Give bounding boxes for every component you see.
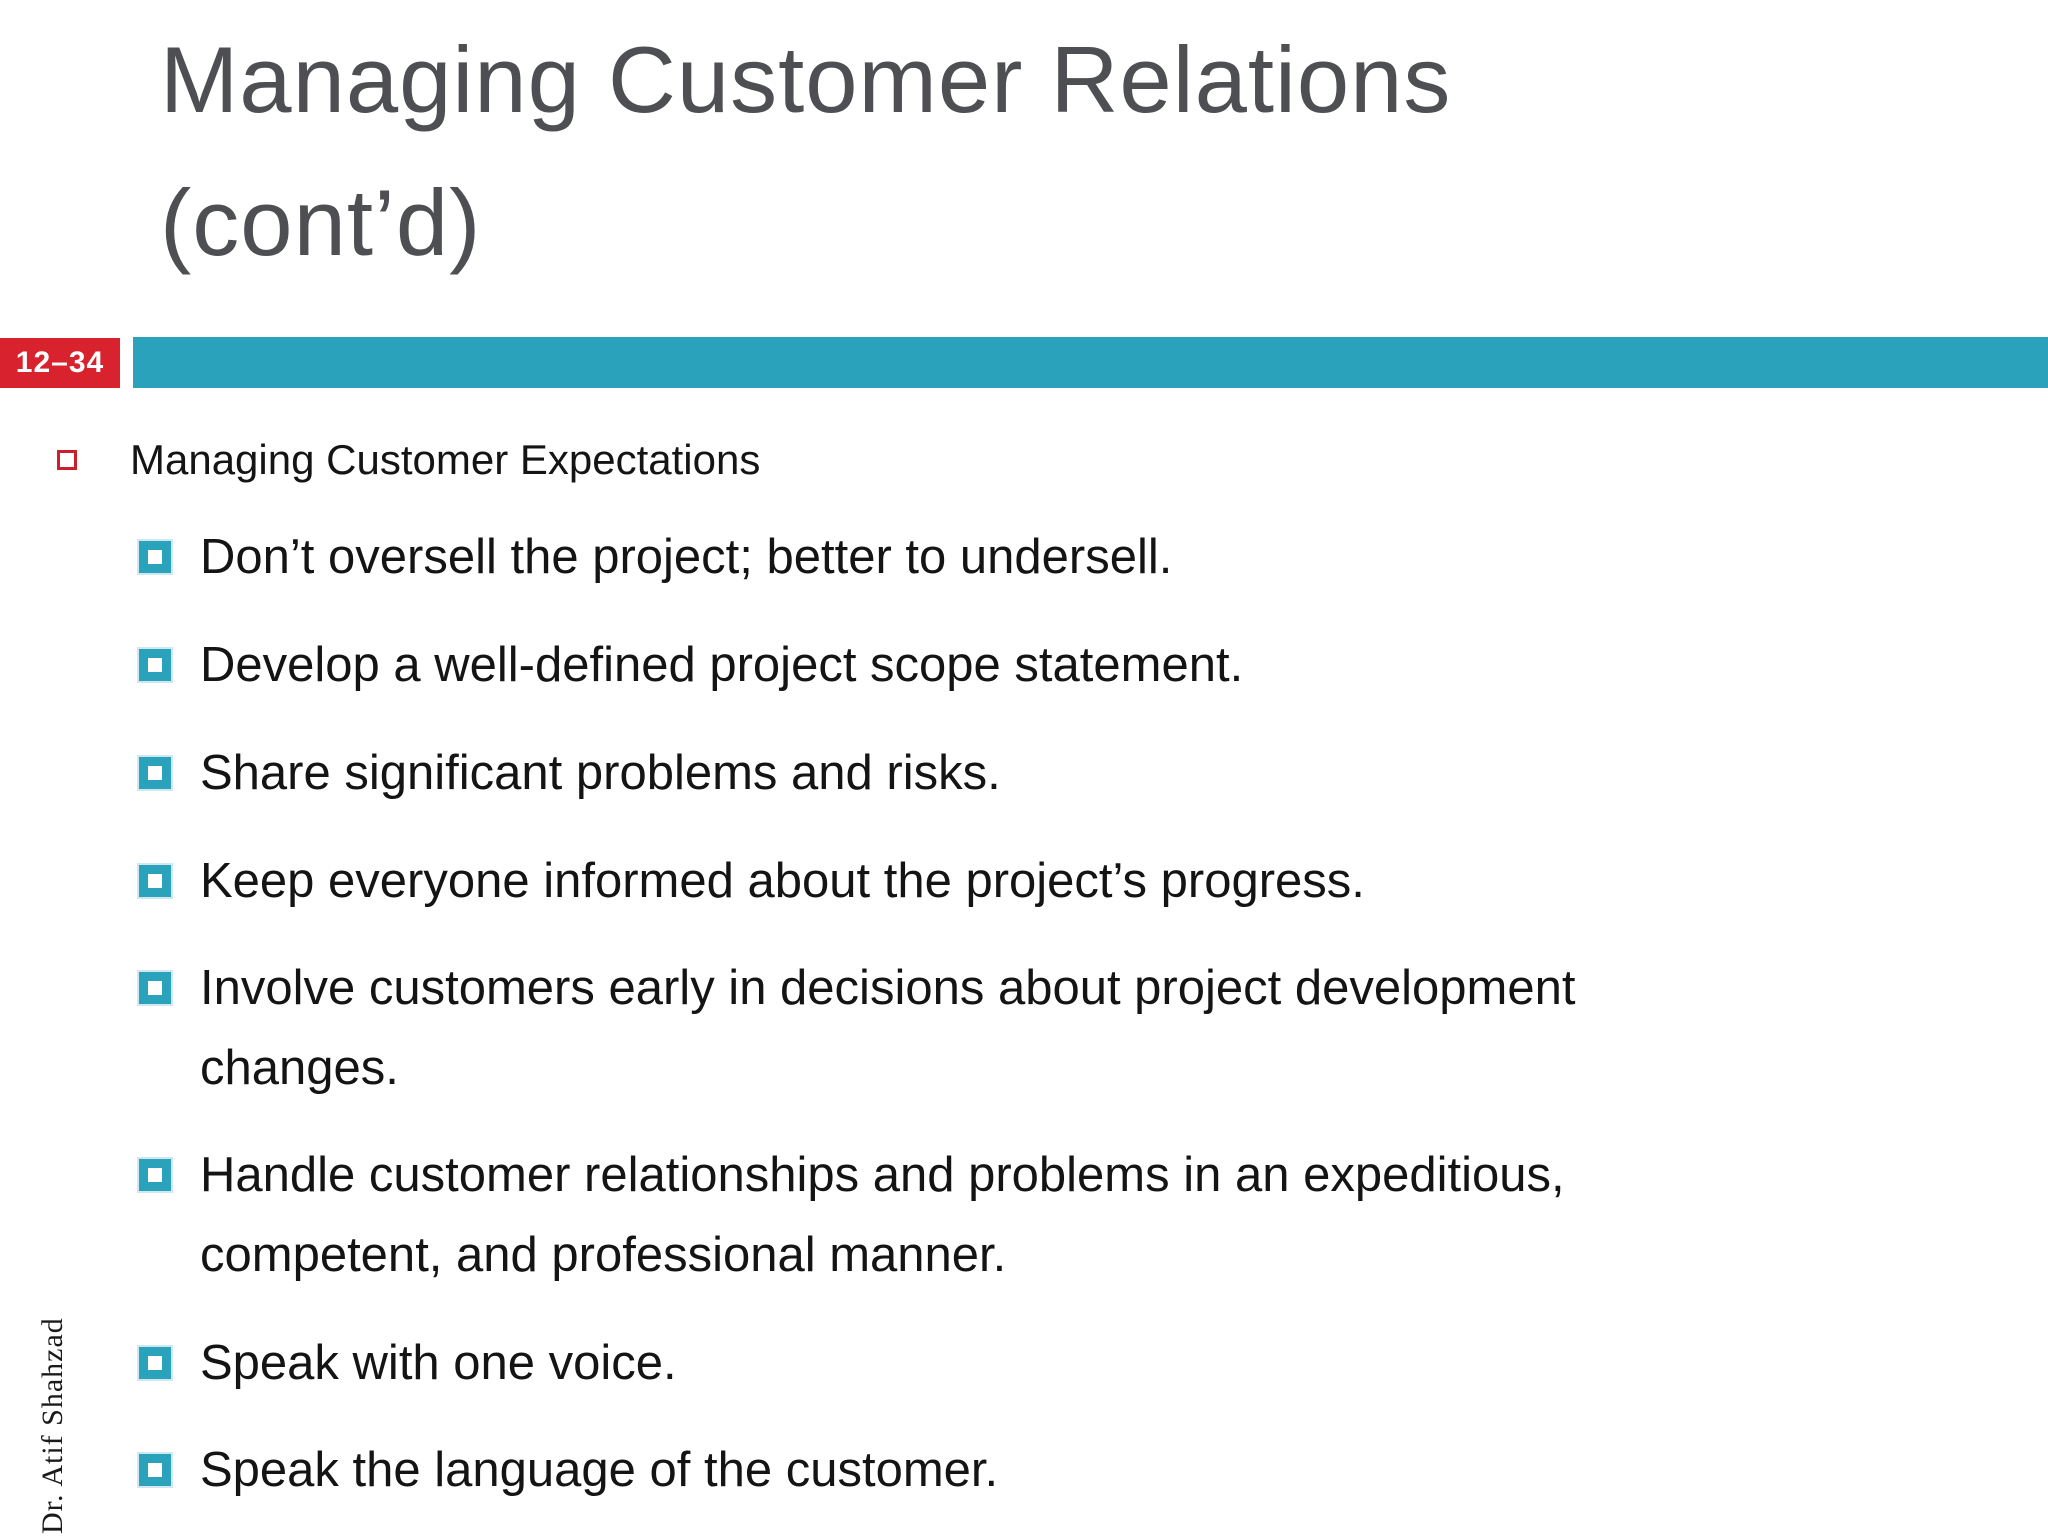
list-item-line: competent, and professional manner. — [200, 1228, 1007, 1282]
square-bullet-icon — [139, 865, 171, 897]
list-item-line: Develop a well-defined project scope sta… — [200, 638, 1244, 692]
square-bullet-icon — [139, 541, 171, 573]
list-item-line: Involve customers early in decisions abo… — [200, 961, 1576, 1015]
square-bullet-icon — [139, 1159, 171, 1191]
list-item-text: Involve customers early in decisions abo… — [200, 948, 1575, 1108]
hollow-square-bullet-icon — [57, 450, 77, 470]
list-item-text: Keep everyone informed about the project… — [200, 841, 1365, 921]
square-bullet-icon — [139, 757, 171, 789]
list-item-text: Share significant problems and risks. — [200, 733, 1001, 813]
list-item-line: Keep everyone informed about the project… — [200, 854, 1365, 908]
square-bullet-icon — [139, 1347, 171, 1379]
square-bullet-icon — [139, 649, 171, 681]
slide-title-line2: (cont’d) — [160, 170, 482, 275]
list-item-text: Speak with one voice. — [200, 1323, 677, 1403]
square-bullet-icon — [139, 1454, 171, 1486]
list-item-line: changes. — [200, 1041, 399, 1095]
slide-title: Managing Customer Relations (cont’d) — [160, 8, 1960, 294]
list-item-text: Don’t oversell the project; better to un… — [200, 517, 1172, 597]
square-bullet-icon — [139, 972, 171, 1004]
list-item-line: Speak with one voice. — [200, 1336, 677, 1390]
list-item-text: Develop a well-defined project scope sta… — [200, 625, 1243, 705]
list-item-line: Don’t oversell the project; better to un… — [200, 530, 1173, 584]
list-item-line: Speak the language of the customer. — [200, 1443, 999, 1497]
list-item-line: Handle customer relationships and proble… — [200, 1148, 1565, 1202]
slide-title-line1: Managing Customer Relations — [160, 27, 1452, 132]
page-number-badge: 12–34 — [0, 338, 120, 388]
page-number-label: 12–34 — [15, 346, 105, 379]
accent-divider-bar — [133, 337, 2048, 388]
list-item-text: Handle customer relationships and proble… — [200, 1135, 1565, 1295]
list-item-text: Speak the language of the customer. — [200, 1430, 998, 1510]
section-label: Managing Customer Expectations — [130, 436, 761, 483]
list-item-line: Share significant problems and risks. — [200, 746, 1001, 800]
author-vertical-credit: Dr. Atif Shahzad — [36, 1317, 69, 1534]
